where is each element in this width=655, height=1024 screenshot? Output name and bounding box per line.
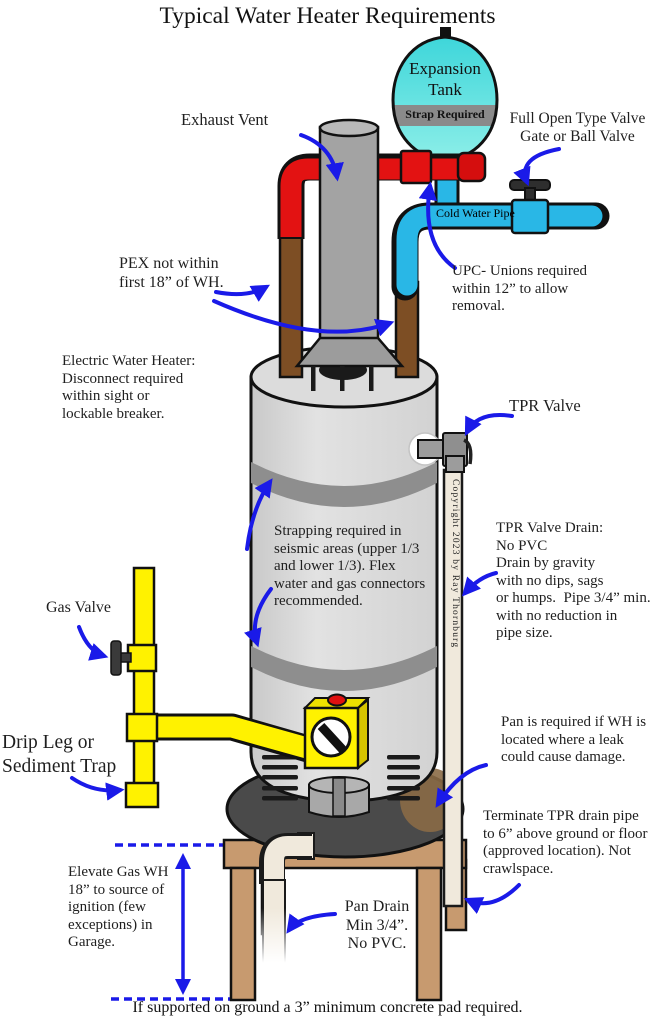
- label-electric-water-heater: Electric Water Heater: Disconnect requir…: [62, 353, 196, 422]
- stand-front-leg-left: [229, 866, 257, 1002]
- label-upc-unions: UPC- Unions required within 12” to allow…: [452, 263, 587, 315]
- gas-control-dial-bar: [317, 722, 347, 754]
- drip-leg-cap: [124, 781, 160, 809]
- expansion-tank-nipple: [440, 27, 451, 39]
- copyright-text: Copyright 2023 by Ray Thornburg: [450, 479, 460, 649]
- label-elevate-gas-wh: Elevate Gas WH 18” to source of ignition…: [68, 864, 169, 951]
- draft-hood-legs: [311, 366, 374, 391]
- pan-drain-pipe: [258, 832, 315, 972]
- label-pan-required: Pan is required if WH is located where a…: [501, 714, 647, 766]
- pilot-access: [308, 776, 370, 818]
- label-gas-valve: Gas Valve: [46, 599, 112, 616]
- seismic-strap-upper: [251, 462, 437, 507]
- label-tpr-valve-drain: TPR Valve Drain: No PVC Drain by gravity…: [496, 520, 651, 642]
- gas-control-button: [327, 693, 347, 707]
- seismic-strap-lower: [251, 646, 437, 691]
- tpr-valve-lever: [463, 438, 473, 465]
- arrow-pex-hot: [214, 284, 270, 302]
- arrow-tpr-drain: [461, 571, 498, 597]
- arrow-upc-union: [418, 181, 457, 270]
- label-strapping: Strapping required in seismic areas (upp…: [274, 523, 426, 610]
- arrow-full-open-valve: [513, 147, 561, 187]
- arrow-drip-leg: [70, 776, 125, 801]
- hot-water-pipe: [277, 149, 487, 239]
- draft-hood: [294, 336, 405, 368]
- label-cold-water-pipe: Cold Water Pipe: [436, 206, 515, 220]
- label-full-open-valve: Full Open Type Valve Gate or Ball Valve: [509, 110, 646, 146]
- burner-vents: [262, 755, 420, 801]
- label-strap-required: Strap Required: [405, 107, 485, 121]
- arrow-strap-lower: [244, 587, 273, 648]
- label-pex: PEX not within first 18” of WH.: [119, 255, 224, 291]
- pan-drain-fade: [258, 908, 292, 972]
- gas-valve-handle: [110, 640, 122, 676]
- ball-valve: [509, 179, 551, 235]
- hot-pipe-cap: [456, 151, 487, 183]
- arrow-terminate-tpr: [463, 883, 521, 914]
- tpr-valve-assembly: [408, 432, 473, 473]
- arrow-gas-valve: [77, 625, 109, 661]
- hot-copper-pipe: [278, 231, 304, 379]
- annotation-arrows: [70, 133, 561, 934]
- gas-pipe-vertical: [132, 566, 156, 790]
- page-title: Typical Water Heater Requirements: [159, 3, 496, 29]
- label-expansion-tank: Expansion Tank: [409, 59, 481, 100]
- arrow-strap-upper: [245, 478, 273, 551]
- gas-control-valve: [302, 693, 371, 771]
- vent-top: [318, 118, 380, 138]
- footer-note: If supported on ground a 3” minimum conc…: [132, 999, 523, 1016]
- label-tpr-valve: TPR Valve: [509, 396, 581, 415]
- hot-pipe-union: [399, 149, 433, 185]
- label-pan-drain: Pan Drain Min 3/4”. No PVC.: [344, 898, 410, 953]
- gas-piping: [110, 566, 312, 809]
- expansion-tank-strap: [393, 105, 497, 126]
- expansion-tank: [391, 27, 499, 162]
- valve-body: [510, 198, 550, 235]
- arrow-exhaust-vent: [299, 133, 344, 182]
- arrow-pex-cold: [212, 299, 395, 337]
- gas-valve-union: [126, 643, 158, 673]
- label-terminate-tpr: Terminate TPR drain pipe to 6” above gro…: [483, 808, 648, 877]
- arrow-tpr-valve: [464, 413, 514, 437]
- elevation-dimension: [111, 843, 233, 1001]
- label-drip-leg: Drip Leg or Sediment Trap: [2, 732, 117, 778]
- label-exhaust-vent: Exhaust Vent: [181, 110, 269, 129]
- gas-tee: [125, 712, 159, 743]
- arrow-pan: [435, 763, 488, 808]
- stand-front-leg-right: [415, 866, 443, 1002]
- arrow-pan-drain: [286, 912, 337, 934]
